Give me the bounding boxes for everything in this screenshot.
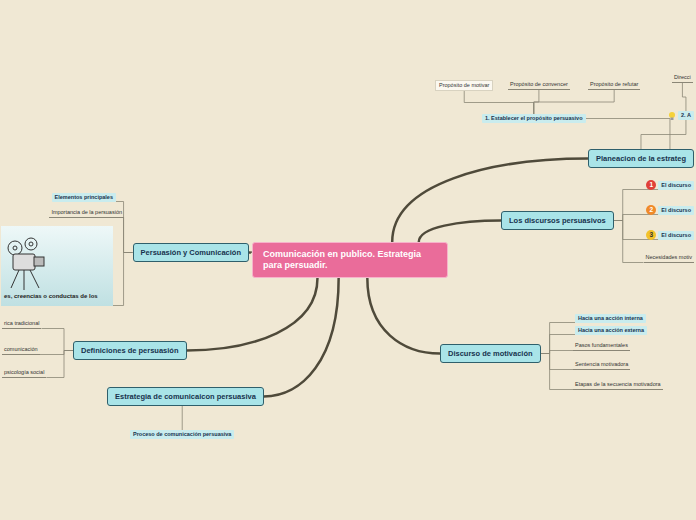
node-text: psicología social (4, 369, 44, 376)
branch-box: Estrategia de comunicaicon persuasiva (107, 387, 264, 406)
node-text: rica tradicional (4, 320, 39, 327)
connector (124, 218, 133, 253)
subtopic-tag: Hacia una acción interna (575, 314, 646, 323)
connector (541, 335, 575, 354)
node-text: Propósito de convencer (510, 81, 568, 88)
branch-box: Planeacion de la estrateg (588, 149, 694, 168)
branch-box: Definiciones de persuasión (73, 341, 187, 360)
connector (614, 215, 659, 221)
node-text: Importancia de la persuasión (51, 209, 122, 216)
connector (682, 83, 686, 111)
connector (534, 90, 614, 114)
node-text: Estrategia de comunicaicon persuasiva (115, 392, 256, 401)
node-text: es, creencias o conductas de los (4, 293, 98, 299)
node-text: Definiciones de persuasión (81, 346, 179, 355)
connector (614, 190, 659, 221)
connector (40, 351, 73, 355)
subtopic-item: Pasos fundamentales (573, 341, 630, 351)
node-text: comunicación (4, 346, 38, 353)
subtopic-item: Etapas de la secuencia motivadora (573, 380, 663, 390)
connector (419, 221, 501, 243)
node-text: Etapas de la secuencia motivadora (575, 381, 661, 388)
connector (187, 278, 318, 351)
node-text: Propósito de motivar (439, 82, 489, 89)
connector (541, 354, 573, 390)
subtopic-tag: Elementos principales (52, 193, 116, 202)
subtopic-tag: El discurso (658, 181, 694, 190)
node-text: Persuasión y Comunicación (141, 248, 241, 257)
node-text: Los discursos persuasivos (509, 216, 606, 225)
branch-box: Los discursos persuasivos (501, 211, 614, 230)
connector (614, 221, 644, 263)
callout-number: 2 (646, 205, 656, 215)
subtopic-tag: El discurso (658, 206, 694, 215)
connector (614, 221, 659, 240)
subtopic-item: Sentencia motivadora (573, 360, 630, 370)
node-text: Elementos principales (55, 194, 113, 201)
node-text: 1. Establecer el propósito persuasivo (485, 115, 583, 122)
connector (367, 278, 440, 354)
node-text: El discurso (661, 182, 691, 189)
central-topic: Comunicación en publico. Estrategia para… (252, 242, 448, 278)
connector (541, 354, 573, 370)
connector (541, 351, 573, 354)
connector (182, 406, 183, 430)
connector (464, 91, 534, 114)
subtopic-item: Propósito de motivar (435, 80, 493, 91)
subtopic-tag: 1. Establecer el propósito persuasivo (482, 114, 586, 123)
subtopic-tag: 2. A (678, 111, 694, 120)
subtopic-item: Importancia de la persuasión (49, 208, 124, 218)
subtopic-item: Necesidades motiv (644, 253, 694, 263)
connector (46, 351, 73, 378)
connector (586, 119, 670, 150)
node-text: Hacia una acción interna (578, 315, 643, 322)
connector (41, 329, 73, 351)
node-text: Necesidades motiv (646, 254, 692, 261)
node-text: Proceso de comunicación persuasiva (133, 431, 231, 438)
subtopic-item: comunicación (2, 345, 40, 355)
subtopic-tag: Hacia una acción externa (575, 326, 647, 335)
node-text: Direcci (674, 74, 691, 81)
subtopic-item: Propósito de convencer (508, 80, 570, 90)
callout-number: 1 (646, 180, 656, 190)
connector (113, 253, 133, 306)
node-text: El discurso (661, 207, 691, 214)
callout-number: 3 (646, 230, 656, 240)
node-text: Sentencia motivadora (575, 361, 628, 368)
node-text: Discurso de motivación (448, 349, 533, 358)
node-text: Hacia una acción externa (578, 327, 644, 334)
node-text: Planeacion de la estrateg (596, 154, 686, 163)
bulb-icon (669, 112, 675, 120)
node-text: Pasos fundamentales (575, 342, 628, 349)
node-text: 2. A (681, 112, 691, 119)
connector (264, 278, 339, 397)
subtopic-item: Propósito de refutar (588, 80, 640, 90)
subtopic-item: rica tradicional (2, 319, 41, 329)
image-box: es, creencias o conductas de los (1, 226, 113, 306)
subtopic-tag: El discurso (658, 231, 694, 240)
node-text: Comunicación en publico. Estrategia para… (263, 249, 437, 271)
subtopic-item: Direcci (672, 73, 693, 83)
connector (541, 323, 575, 354)
branch-box: Persuasión y Comunicación (133, 243, 249, 262)
branch-box: Discurso de motivación (440, 344, 541, 363)
subtopic-tag: Proceso de comunicación persuasiva (130, 430, 234, 439)
connector (641, 120, 686, 149)
subtopic-item: psicología social (2, 368, 46, 378)
node-text: El discurso (661, 232, 691, 239)
node-text: Propósito de refutar (590, 81, 638, 88)
